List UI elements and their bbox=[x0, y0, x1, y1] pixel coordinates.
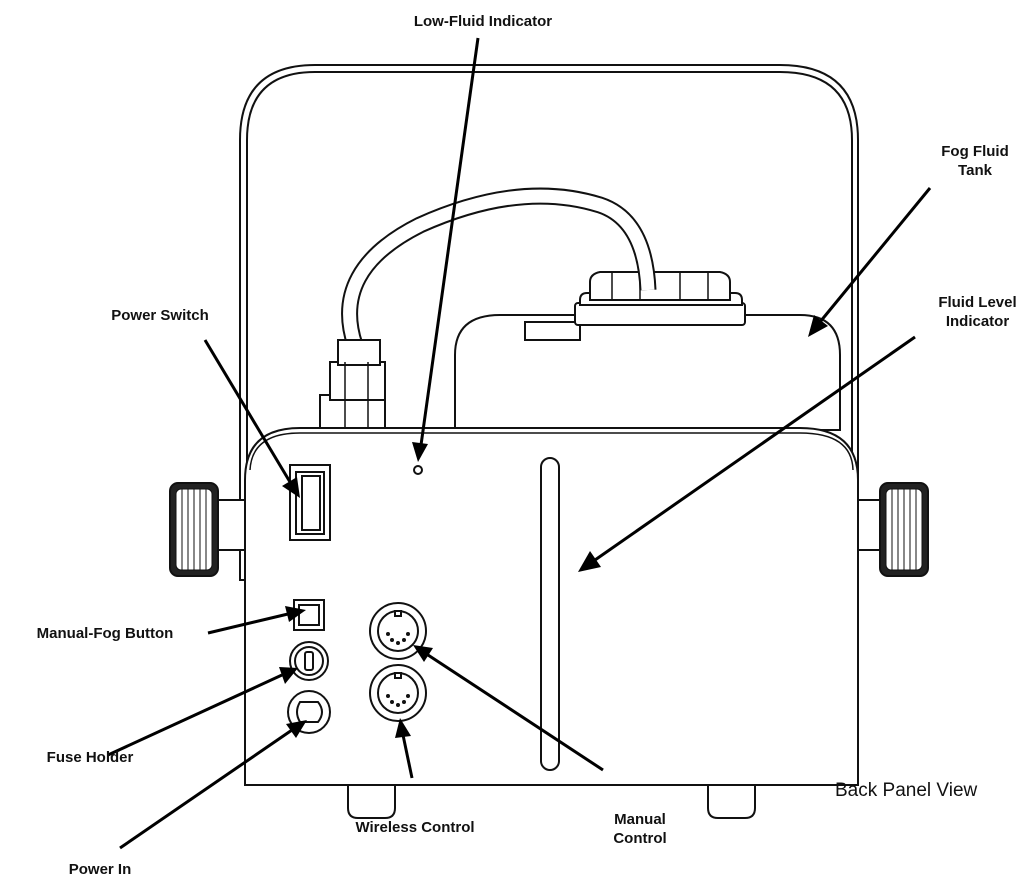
arrow-low-fluid bbox=[412, 37, 480, 462]
diagram-title: Back Panel View bbox=[835, 780, 978, 801]
low-fluid-led bbox=[413, 465, 423, 475]
fluid-hose bbox=[341, 187, 657, 348]
arrow-fog-tank bbox=[808, 187, 932, 337]
label-fog-fluid-tank: Fog Fluid Tank bbox=[941, 143, 1009, 179]
label-power-in: Power In bbox=[68, 861, 132, 878]
hose-fitting bbox=[319, 339, 386, 436]
left-knob bbox=[169, 482, 251, 577]
arrow-fuse-holder bbox=[107, 667, 298, 757]
label-fluid-level-indicator: Fluid Level Indicator bbox=[938, 294, 1017, 330]
label-manual-control: Manual Control bbox=[613, 811, 667, 847]
tank-cap bbox=[574, 271, 746, 326]
arrow-power-switch bbox=[203, 339, 300, 498]
arrow-manual-fog bbox=[207, 606, 306, 635]
label-fuse-holder: Fuse Holder bbox=[46, 749, 134, 766]
wireless-control-socket[interactable] bbox=[369, 664, 427, 722]
right-knob bbox=[849, 482, 929, 577]
label-wireless-control: Wireless Control bbox=[355, 819, 475, 836]
arrow-wireless bbox=[395, 718, 414, 779]
arrow-manual-control bbox=[413, 645, 604, 772]
power-switch[interactable] bbox=[289, 464, 331, 541]
fuse-holder[interactable] bbox=[289, 641, 329, 681]
label-power-switch: Power Switch bbox=[111, 307, 209, 324]
arrow-fluid-level bbox=[578, 335, 916, 572]
label-low-fluid-indicator: Low-Fluid Indicator bbox=[413, 13, 553, 30]
label-manual-fog-button: Manual-Fog Button bbox=[36, 625, 174, 642]
manual-control-socket[interactable] bbox=[369, 602, 427, 660]
fog-fluid-tank bbox=[454, 314, 841, 431]
fluid-level-window bbox=[540, 457, 560, 771]
foot-left bbox=[347, 784, 396, 819]
foot-right bbox=[707, 784, 756, 819]
arrow-power-in bbox=[119, 720, 307, 850]
